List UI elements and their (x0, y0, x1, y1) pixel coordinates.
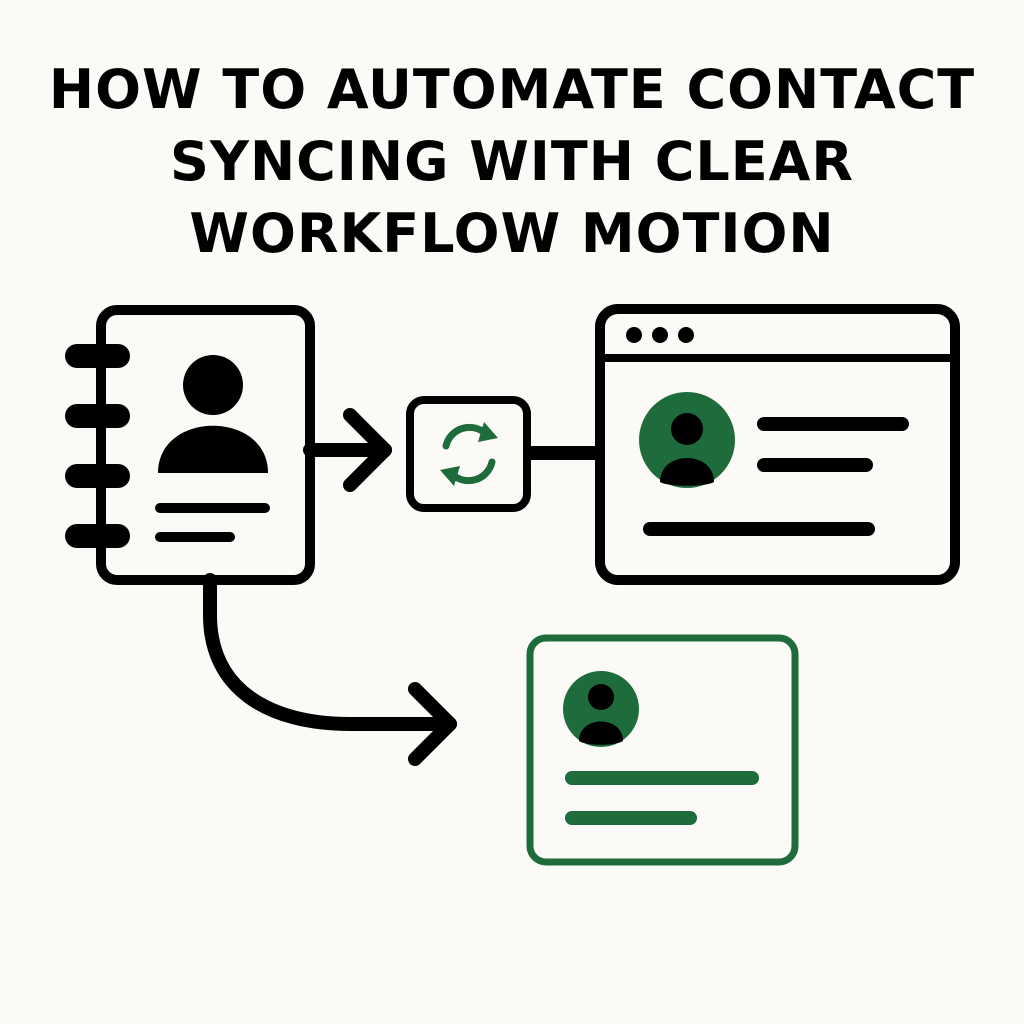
arrow-to-sync-icon (303, 408, 392, 492)
title-line-1: HOW TO AUTOMATE CONTACT (48, 58, 976, 121)
text-lines (155, 503, 270, 542)
browser-window-icon (595, 304, 960, 585)
curved-arrow-icon (203, 573, 457, 766)
window-dots (626, 327, 694, 343)
window-text-lines (643, 417, 909, 536)
title-line-3: WORKFLOW MOTION (189, 202, 835, 265)
sync-icon (406, 396, 531, 512)
book-rings (65, 344, 130, 548)
card-text-lines (565, 771, 759, 825)
address-book-icon (65, 305, 315, 585)
avatar-icon (639, 392, 735, 488)
person-icon (158, 355, 268, 473)
contact-card-icon (526, 634, 799, 866)
page-title: HOW TO AUTOMATE CONTACT SYNCING WITH CLE… (0, 54, 1024, 270)
title-line-2: SYNCING WITH CLEAR (169, 130, 854, 193)
card-avatar-icon (563, 671, 639, 747)
